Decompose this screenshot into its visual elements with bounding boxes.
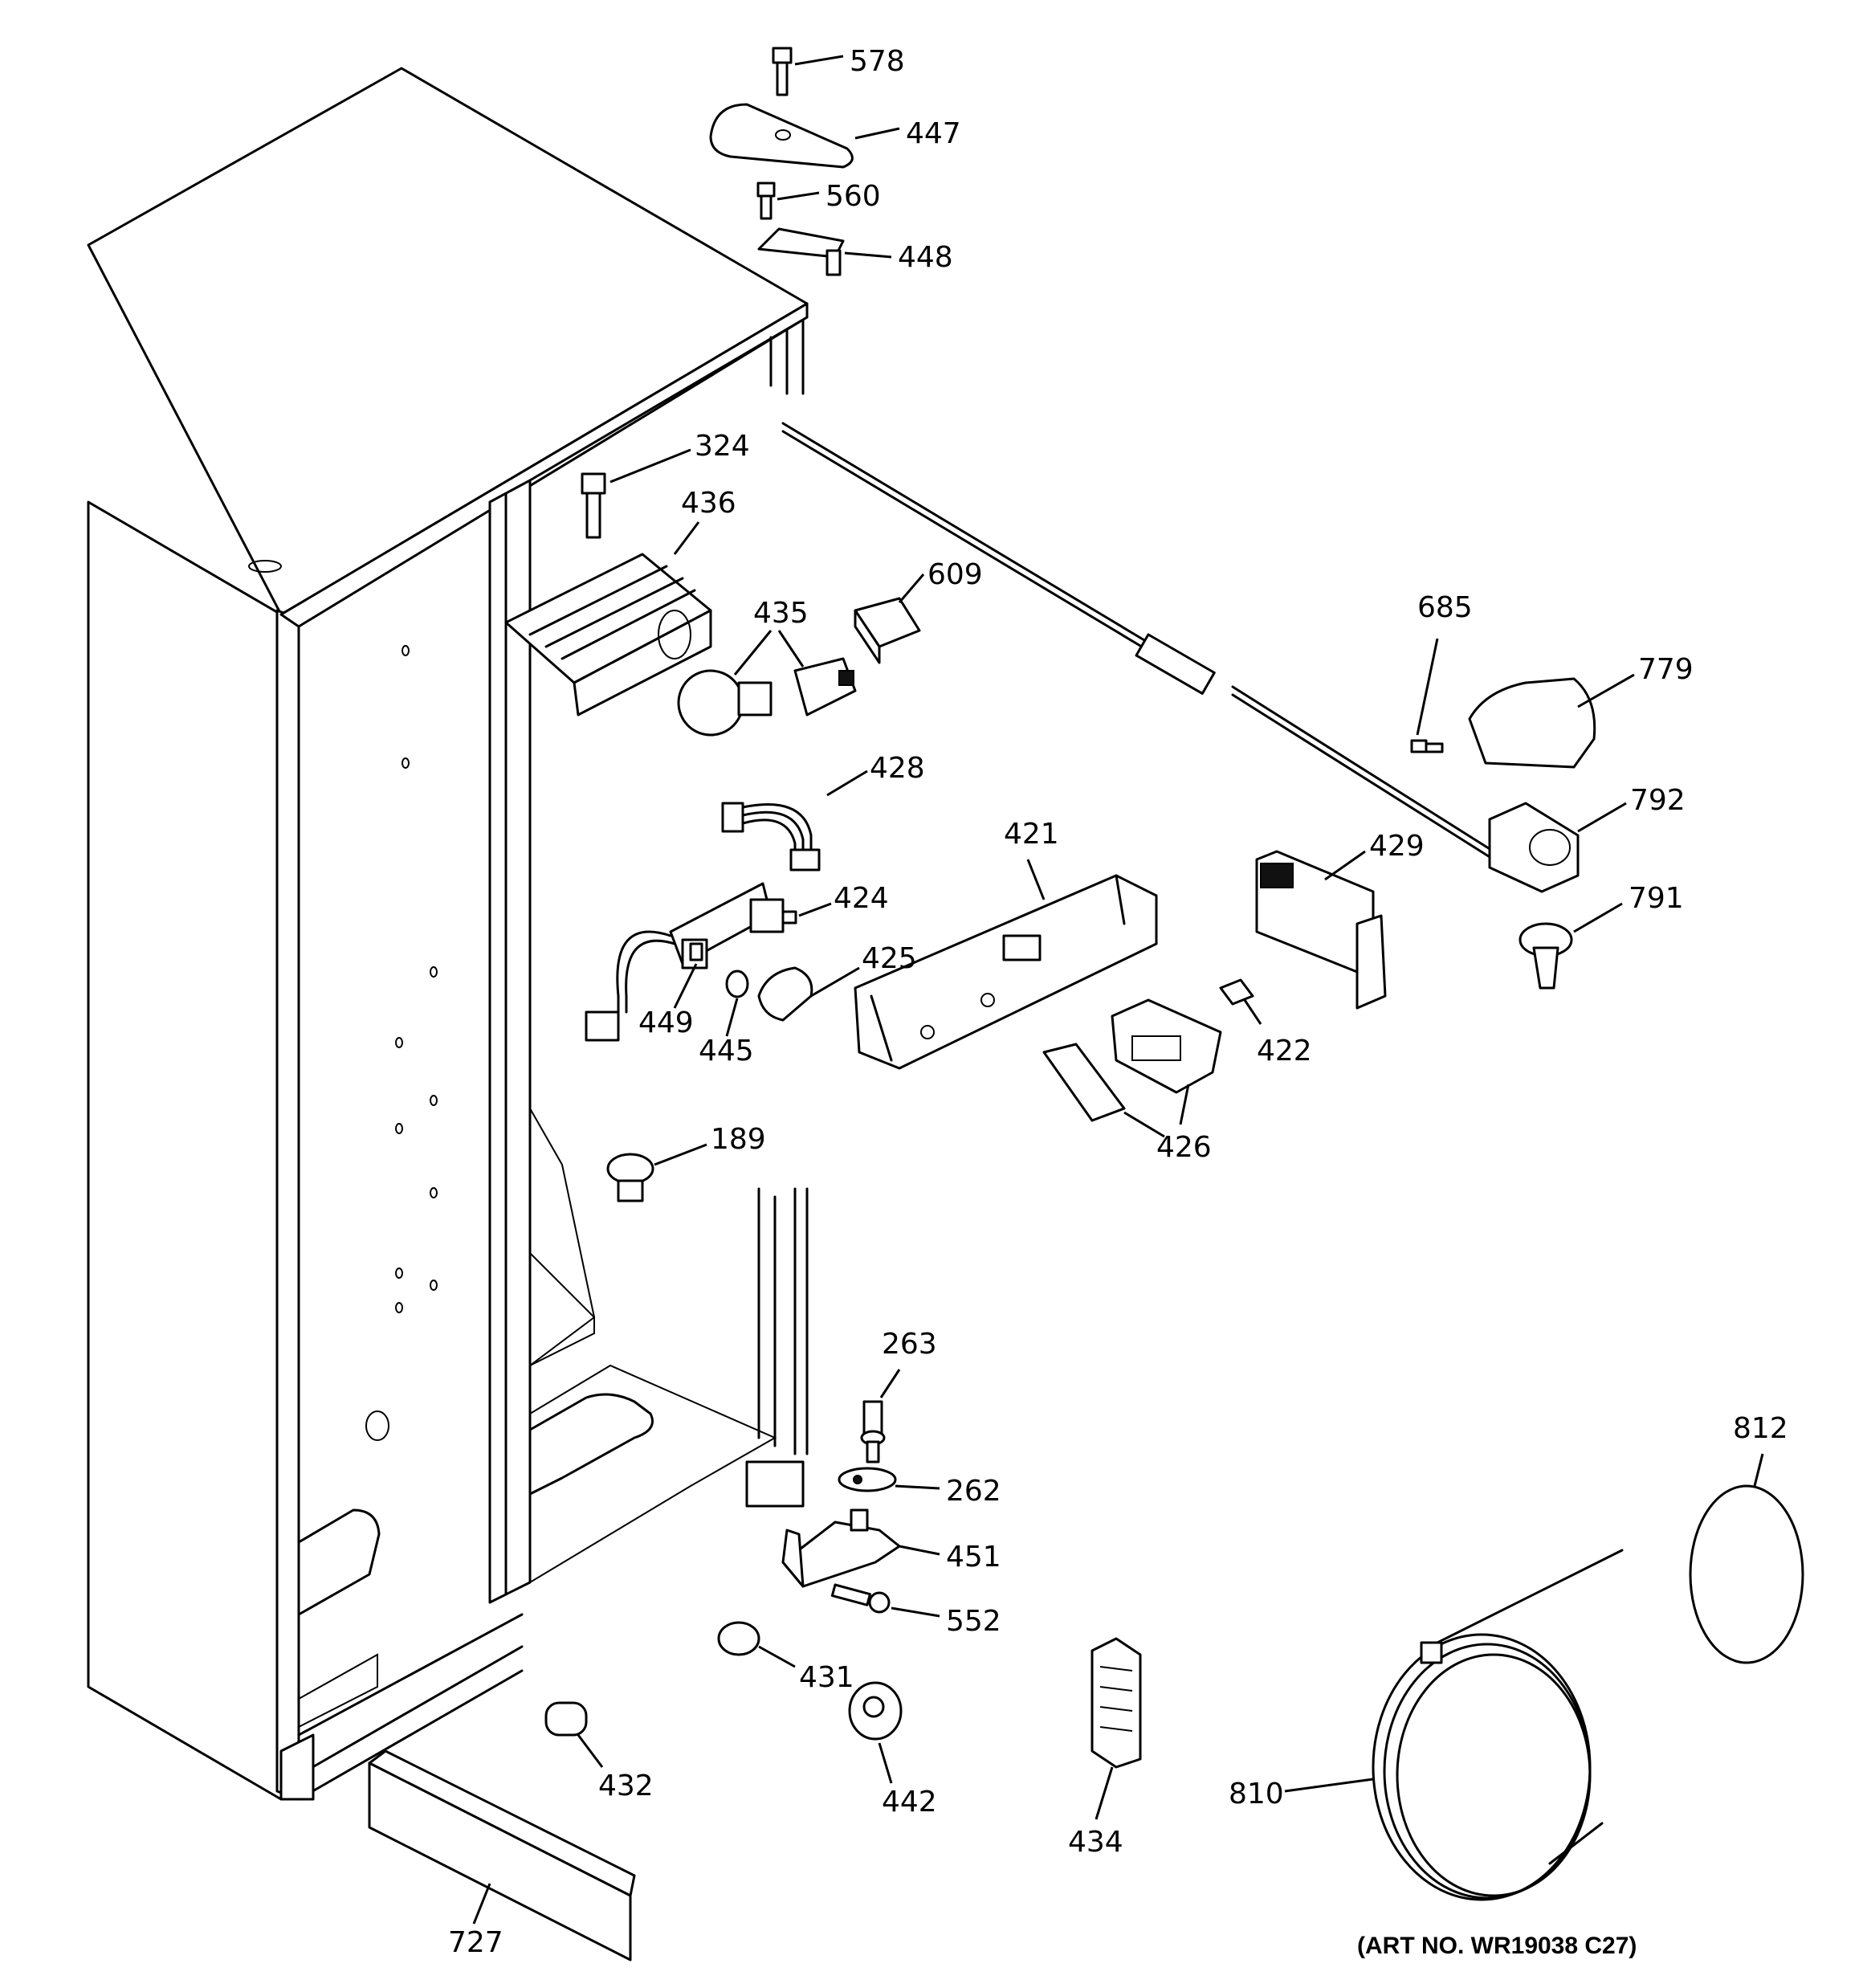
part-685-screw [1410,739,1444,753]
part-812-tubing [1689,1484,1804,1664]
callout-262: 262 [946,1475,1001,1508]
part-263-pin [860,1400,886,1463]
refrigerator-cabinet [87,67,809,1801]
part-434-grille [1090,1637,1142,1769]
part-810-water-line [1372,1549,1624,1901]
callout-429: 429 [1369,830,1425,863]
callout-791: 791 [1629,882,1684,915]
callout-449: 449 [638,1006,694,1039]
callout-812: 812 [1733,1412,1788,1445]
callout-434: 434 [1068,1826,1123,1859]
callout-609: 609 [927,558,983,591]
part-425-knob [757,966,813,1022]
callout-426: 426 [1156,1131,1212,1164]
callout-436: 436 [681,487,736,520]
part-792-housing [1488,802,1580,893]
part-426-lens [1042,998,1222,1122]
callout-428: 428 [870,752,925,785]
callout-431: 431 [799,1661,854,1694]
part-435-bulb-socket [677,657,857,737]
part-779-cover [1468,677,1596,769]
part-428-harness [721,802,821,872]
callout-432: 432 [598,1770,654,1802]
part-421-housing [854,874,1158,1070]
callout-727: 727 [448,1926,503,1959]
part-449-shaft [689,942,703,961]
part-609-switch [854,597,921,664]
part-324-screw [581,472,606,539]
callout-189: 189 [711,1123,766,1156]
callout-324: 324 [695,430,750,463]
callout-810: 810 [1229,1778,1284,1810]
part-445-bushing [725,970,749,998]
callout-424: 424 [834,882,889,915]
callout-779: 779 [1638,653,1694,686]
callout-792: 792 [1630,784,1686,817]
part-442-washer [848,1681,903,1741]
callout-560: 560 [826,180,881,213]
part-447-hinge-cover [709,103,854,169]
callout-422: 422 [1257,1035,1312,1067]
part-422-clip [1219,978,1254,1006]
callout-685: 685 [1417,591,1473,624]
callout-263: 263 [882,1328,937,1361]
callout-447: 447 [906,117,961,150]
part-432-cap [544,1701,588,1737]
part-727-kickplate [368,1749,636,1961]
part-552-screw [830,1583,891,1614]
callout-421: 421 [1004,818,1059,851]
part-262-spacer [838,1467,897,1492]
part-control-tube [781,422,1495,861]
part-429-box [1255,850,1387,1010]
part-189-plug [606,1153,654,1202]
cabinet-holes [365,645,438,1441]
callout-labels: 578 447 560 448 324 436 609 435 685 779 … [448,45,1788,1959]
callout-425: 425 [862,942,917,975]
callout-448: 448 [898,241,953,274]
part-560-screw [756,182,776,220]
callout-442: 442 [882,1786,937,1819]
callout-435: 435 [753,597,809,630]
part-791-knob [1519,922,1573,990]
art-number: (ART NO. WR19038 C27) [1357,1933,1637,1959]
part-578-screw [772,47,793,96]
callout-445: 445 [699,1035,754,1067]
part-448-hinge [757,227,845,276]
callout-552: 552 [946,1605,1001,1638]
callout-451: 451 [946,1541,1001,1574]
part-431-plug [717,1621,760,1656]
part-451-hinge [781,1508,901,1588]
callout-578: 578 [850,45,905,78]
leader-lines [472,55,1764,1925]
part-436-light-shield [504,553,712,716]
